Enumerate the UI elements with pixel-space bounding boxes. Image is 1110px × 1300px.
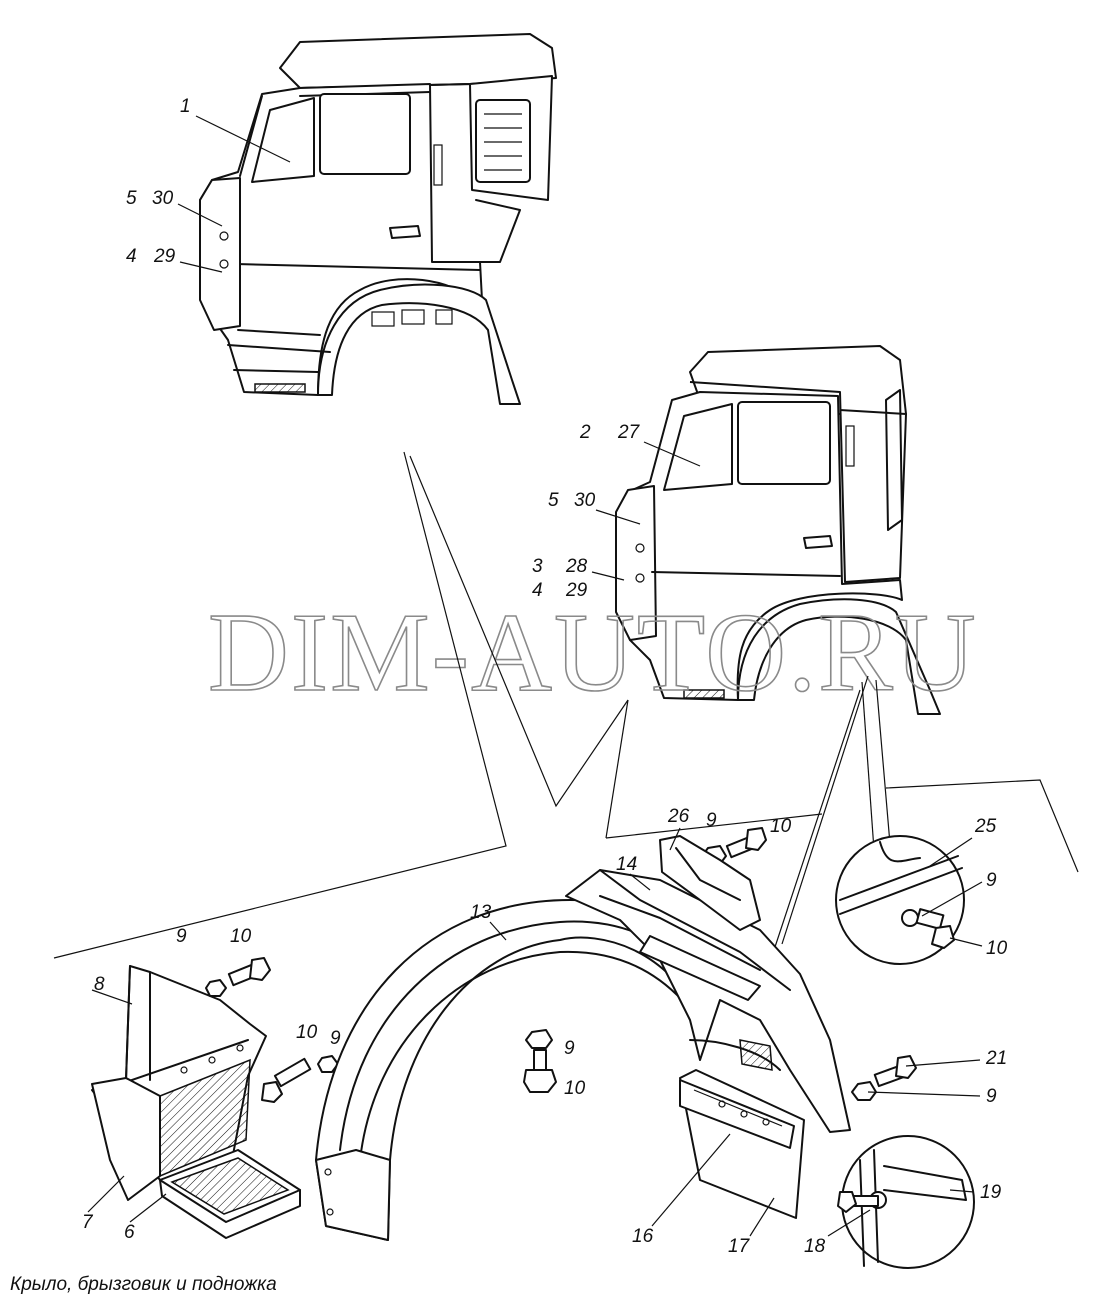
callout-7: 7 bbox=[82, 1212, 94, 1233]
bolt-10-c bbox=[523, 1049, 557, 1093]
bolt-10-b bbox=[261, 1057, 312, 1103]
callout-26: 26 bbox=[667, 806, 690, 827]
callout-2: 2 bbox=[579, 422, 591, 443]
callout-10: 10 bbox=[986, 938, 1008, 959]
callout-9: 9 bbox=[330, 1028, 341, 1049]
step-assembly bbox=[91, 965, 301, 1239]
callout-9: 9 bbox=[564, 1038, 575, 1059]
callout-9: 9 bbox=[986, 1086, 997, 1107]
bolt-21 bbox=[873, 1055, 917, 1088]
callout-3: 3 bbox=[532, 556, 543, 577]
callout-25: 25 bbox=[974, 816, 997, 837]
callout-9: 9 bbox=[706, 810, 717, 831]
callout-9: 9 bbox=[986, 870, 997, 891]
explode-lines bbox=[53, 115, 1079, 959]
callout-27: 27 bbox=[617, 422, 641, 443]
callout-labels: 1 5 30 4 29 2 27 5 30 3 28 4 29 25 9 10 … bbox=[82, 96, 1008, 1257]
callout-13: 13 bbox=[470, 902, 492, 923]
callout-19: 19 bbox=[980, 1182, 1002, 1203]
callout-1: 1 bbox=[180, 96, 191, 117]
callout-18: 18 bbox=[804, 1236, 826, 1257]
nut-9-e bbox=[851, 1081, 877, 1101]
cab-right-view bbox=[615, 345, 941, 715]
fasteners bbox=[205, 827, 917, 1103]
watermark: DIM-AUTO.RU bbox=[208, 591, 978, 715]
callout-10: 10 bbox=[564, 1078, 586, 1099]
bolt-10-a bbox=[227, 957, 271, 987]
callout-17: 17 bbox=[728, 1236, 751, 1257]
callout-29: 29 bbox=[565, 580, 588, 601]
callout-21: 21 bbox=[985, 1048, 1007, 1069]
callout-30: 30 bbox=[574, 490, 596, 511]
callout-29: 29 bbox=[153, 246, 176, 267]
callout-10: 10 bbox=[230, 926, 252, 947]
nut-9-c bbox=[525, 1029, 553, 1049]
nut-9-a bbox=[205, 979, 227, 997]
callout-16: 16 bbox=[632, 1226, 654, 1247]
callout-5: 5 bbox=[548, 490, 559, 511]
callout-14: 14 bbox=[616, 854, 637, 875]
callout-leaders bbox=[87, 827, 983, 1237]
detail-circle-lower bbox=[837, 1135, 975, 1269]
callout-28: 28 bbox=[565, 556, 588, 577]
callout-4: 4 bbox=[532, 580, 543, 601]
callout-4: 4 bbox=[126, 246, 137, 267]
callout-9: 9 bbox=[176, 926, 187, 947]
callout-6: 6 bbox=[124, 1222, 135, 1243]
bolt-10-d bbox=[725, 827, 767, 859]
mudflap bbox=[679, 1069, 805, 1219]
callout-10: 10 bbox=[296, 1022, 318, 1043]
callout-8: 8 bbox=[94, 974, 105, 995]
nut-9-b bbox=[317, 1055, 339, 1073]
cab-left-view bbox=[199, 33, 557, 405]
callout-10: 10 bbox=[770, 816, 792, 837]
figure-caption: Крыло, брызговик и подножка bbox=[10, 1274, 277, 1295]
detail-circle-upper bbox=[835, 835, 965, 965]
callout-30: 30 bbox=[152, 188, 174, 209]
callout-5: 5 bbox=[126, 188, 137, 209]
fender-assembly bbox=[315, 835, 851, 1241]
